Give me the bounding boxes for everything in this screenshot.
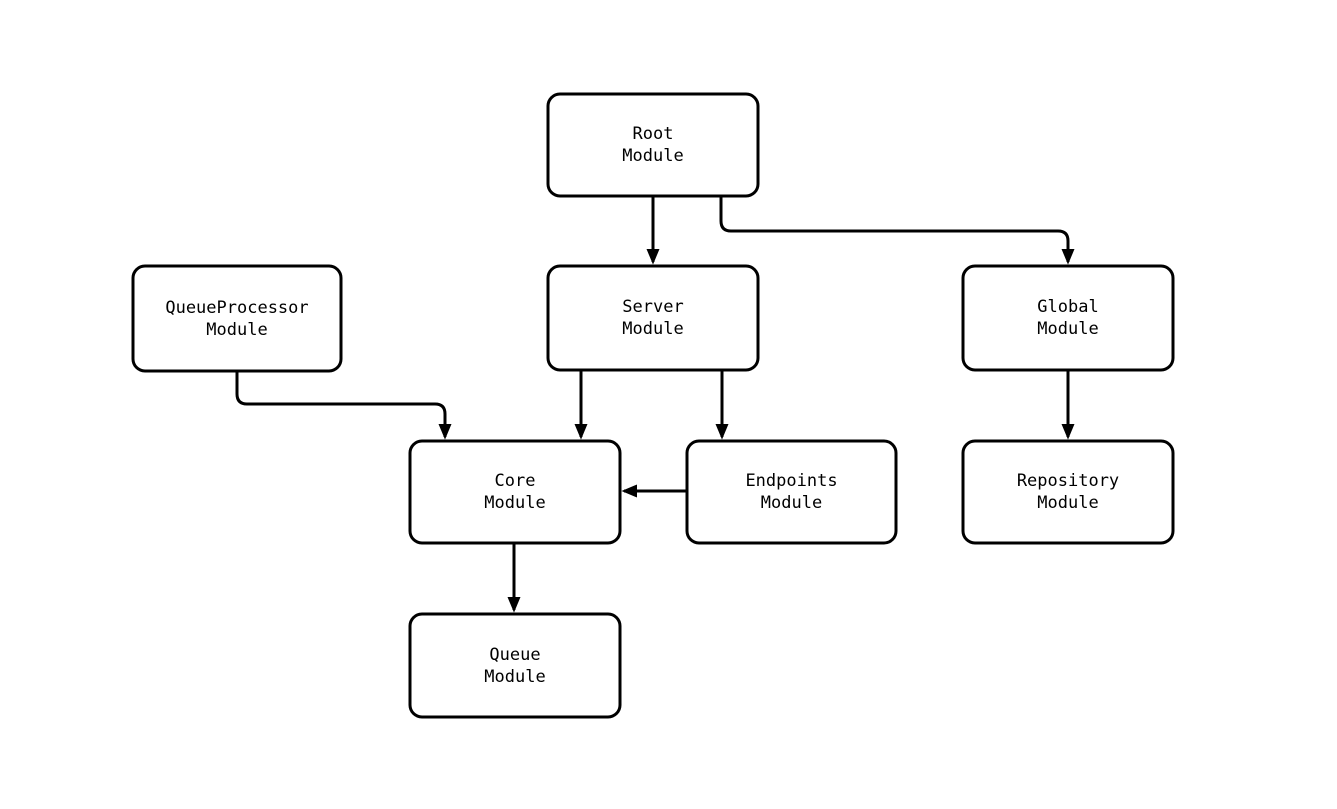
- server-module-node[interactable]: [546, 264, 760, 372]
- core-module-node[interactable]: [408, 439, 622, 545]
- edge-queueprocessor-to-core: [235, 371, 452, 440]
- root-module-node[interactable]: [546, 92, 760, 198]
- edges-layer: [235, 196, 1075, 613]
- nodes-layer: [131, 92, 1175, 719]
- edge-root-to-global: [719, 196, 1075, 265]
- repository-module-node[interactable]: [961, 439, 1175, 545]
- endpoints-module-node[interactable]: [685, 439, 898, 545]
- queueprocessor-module-node[interactable]: [131, 264, 343, 373]
- queue-module-node[interactable]: [408, 612, 622, 719]
- global-module-node[interactable]: [961, 264, 1175, 372]
